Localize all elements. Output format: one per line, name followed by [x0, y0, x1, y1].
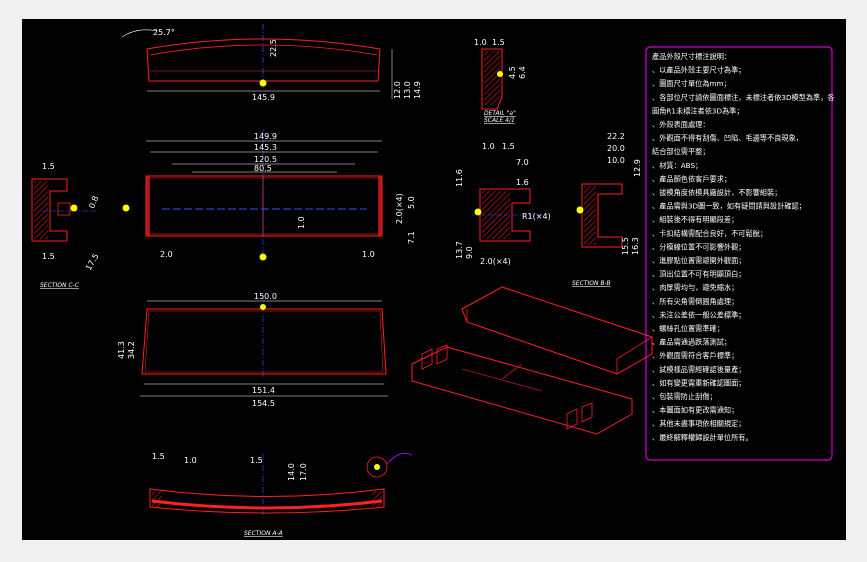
svg-text:1.5: 1.5: [42, 162, 55, 171]
notes-panel: 產品外殼尺寸標注說明： 、以產品外殼主要尺寸為準； 、圖面尺寸單位為mm； 、各部位尺…: [645, 46, 835, 461]
datum-symbol: [259, 79, 267, 87]
svg-text:15.5: 15.5: [621, 237, 630, 255]
svg-text:6.4: 6.4: [518, 66, 527, 79]
svg-text:10.0: 10.0: [607, 156, 625, 165]
height-label: 22.5: [269, 39, 278, 57]
svg-text:80.5: 80.5: [254, 164, 272, 173]
note-line: 、其他未盡事項依相關規定；: [652, 419, 745, 428]
svg-text:13.0: 13.0: [403, 81, 412, 99]
svg-text:9.0: 9.0: [465, 246, 474, 259]
isometric-view: [411, 286, 653, 435]
svg-text:1.0: 1.0: [474, 38, 487, 47]
svg-text:2.0(×4): 2.0(×4): [480, 257, 511, 266]
note-line: 、以產品外殼主要尺寸為準；: [652, 66, 745, 75]
svg-text:14.9: 14.9: [413, 81, 422, 99]
section-a-label: SECTION A-A: [244, 530, 283, 537]
svg-text:12.9: 12.9: [633, 159, 642, 177]
svg-text:2.0(×4): 2.0(×4): [395, 193, 404, 224]
cad-drawing: 25.7° 22.5 145.9 12.0 13.0 14.9 149.9 14…: [31, 24, 835, 537]
section-b-right: 22.2 20.0 10.0 12.9 15.5 16.3 SECTION B-…: [572, 132, 642, 287]
svg-text:11.6: 11.6: [455, 169, 464, 187]
angle-label: 25.7°: [153, 28, 175, 37]
top-view: 25.7° 22.5 145.9 12.0 13.0 14.9: [121, 24, 422, 102]
front-view: 149.9 145.3 120.5 80.5 2.0(×4) 5.0 7.1 1…: [122, 129, 416, 261]
svg-text:1.0: 1.0: [297, 216, 306, 229]
svg-text:1.5: 1.5: [152, 452, 165, 461]
svg-text:R1(×4): R1(×4): [522, 212, 551, 221]
svg-text:154.5: 154.5: [252, 399, 275, 408]
note-line: 、外觀面需符合客戶標準；: [652, 351, 738, 360]
svg-text:4.5: 4.5: [508, 66, 517, 79]
note-line: 、組裝後不得有明顯段差；: [652, 215, 738, 224]
svg-text:16.3: 16.3: [631, 237, 640, 255]
note-line: 、所有尖角需倒圓角處理；: [652, 297, 738, 306]
note-line: 、試模樣品需經確認後量產；: [652, 365, 745, 374]
top-view-outline: [146, 38, 381, 82]
svg-text:120.5: 120.5: [254, 155, 277, 164]
section-b-label: SECTION B-B: [572, 280, 611, 287]
svg-text:DETAIL "a": DETAIL "a": [484, 110, 516, 117]
note-line: 、未注公差依一般公差標準；: [652, 310, 745, 319]
svg-text:5.0: 5.0: [407, 196, 416, 209]
svg-text:7.0: 7.0: [516, 158, 529, 167]
bottom-view: 150.0 41.3 34.2 151.4 154.5: [117, 292, 388, 408]
svg-text:34.2: 34.2: [127, 341, 136, 359]
note-line: 結合部位需平整；: [652, 147, 710, 156]
svg-text:22.2: 22.2: [607, 132, 625, 141]
svg-text:41.3: 41.3: [117, 341, 126, 359]
svg-text:1.6: 1.6: [516, 178, 529, 187]
width-label: 145.9: [252, 93, 275, 102]
note-line: 、包裝需防止刮傷；: [652, 392, 717, 401]
section-b-left: 11.6 7.0 1.0 1.5 13.7 9.0 2.0(×4) 1.6 R1…: [455, 142, 551, 266]
svg-text:1.5: 1.5: [250, 456, 263, 465]
svg-text:145.3: 145.3: [254, 143, 277, 152]
note-line: 、圖面尺寸單位為mm；: [652, 79, 731, 88]
svg-text:SCALE 4/1: SCALE 4/1: [484, 117, 515, 124]
svg-text:151.4: 151.4: [252, 386, 275, 395]
note-line: 、螺絲孔位置需準確；: [652, 324, 724, 333]
note-line: 、卡扣結構需配合良好，不可鬆脫；: [652, 229, 767, 238]
svg-text:12.0: 12.0: [393, 81, 402, 99]
svg-text:17.0: 17.0: [299, 463, 308, 481]
svg-text:1.0: 1.0: [482, 142, 495, 151]
note-line: 、分模線位置不可影響外觀；: [652, 242, 745, 251]
note-line: 、外殼表面處理：: [652, 120, 710, 129]
note-line: 、本圖面如有更改需通知；: [652, 406, 738, 415]
svg-text:0.8: 0.8: [87, 195, 100, 210]
note-line: 、產品顏色依客戶要求；: [652, 174, 731, 183]
note-line: 、拔模角度依模具廠設計，不影響組裝；: [652, 188, 781, 197]
svg-text:7.1: 7.1: [407, 231, 416, 244]
note-line: 、進膠點位置需避開外觀面；: [652, 256, 745, 265]
svg-text:14.0: 14.0: [287, 463, 296, 481]
note-line: 、外觀面不得有刮傷、凹陷、毛邊等不良現象，: [652, 134, 803, 143]
svg-text:1.0: 1.0: [184, 456, 197, 465]
svg-text:17.5: 17.5: [84, 252, 101, 272]
section-a-a: 1.5 1.0 1.5 14.0 17.0 SECTION A-A: [149, 452, 413, 537]
svg-text:1.5: 1.5: [492, 38, 505, 47]
note-line: 、最終解釋權歸設計單位所有。: [652, 433, 753, 442]
bottom-view-outline: [141, 308, 387, 375]
svg-text:1.0: 1.0: [362, 250, 375, 259]
note-line: 、材質：ABS；: [652, 161, 702, 170]
svg-text:20.0: 20.0: [607, 144, 625, 153]
svg-text:150.0: 150.0: [254, 292, 277, 301]
svg-text:1.5: 1.5: [42, 252, 55, 261]
note-line: 、產品需通過跌落測試；: [652, 338, 731, 347]
section-c-c: 1.5 1.5 0.8 17.5 SECTION C-C: [31, 162, 101, 289]
drawing-sheet: 25.7° 22.5 145.9 12.0 13.0 14.9 149.9 14…: [22, 19, 846, 540]
note-line: 、肉厚需均勻，避免縮水；: [652, 283, 738, 292]
svg-text:149.9: 149.9: [254, 132, 277, 141]
front-view-outline: [145, 175, 383, 237]
section-c-label: SECTION C-C: [40, 282, 80, 289]
svg-text:2.0: 2.0: [160, 250, 173, 259]
svg-text:1.5: 1.5: [502, 142, 515, 151]
note-line: 、各部位尺寸請依圖面標注，未標注者依3D模型為準，各: [652, 93, 835, 102]
note-line: 圓角R1未標注者依3D為準；: [652, 106, 744, 115]
detail-a: 1.0 1.5 4.5 6.4 DETAIL "a" SCALE 4/1: [474, 38, 527, 124]
note-line: 產品外殼尺寸標注說明：: [652, 52, 731, 61]
note-line: 、頂出位置不可有明顯頂白；: [652, 270, 745, 279]
note-line: 、如有變更需重新確認圖面；: [652, 378, 745, 387]
note-line: 、產品需與3D圖一致，如有疑問請與設計確認；: [652, 202, 806, 211]
svg-text:13.7: 13.7: [455, 241, 464, 259]
